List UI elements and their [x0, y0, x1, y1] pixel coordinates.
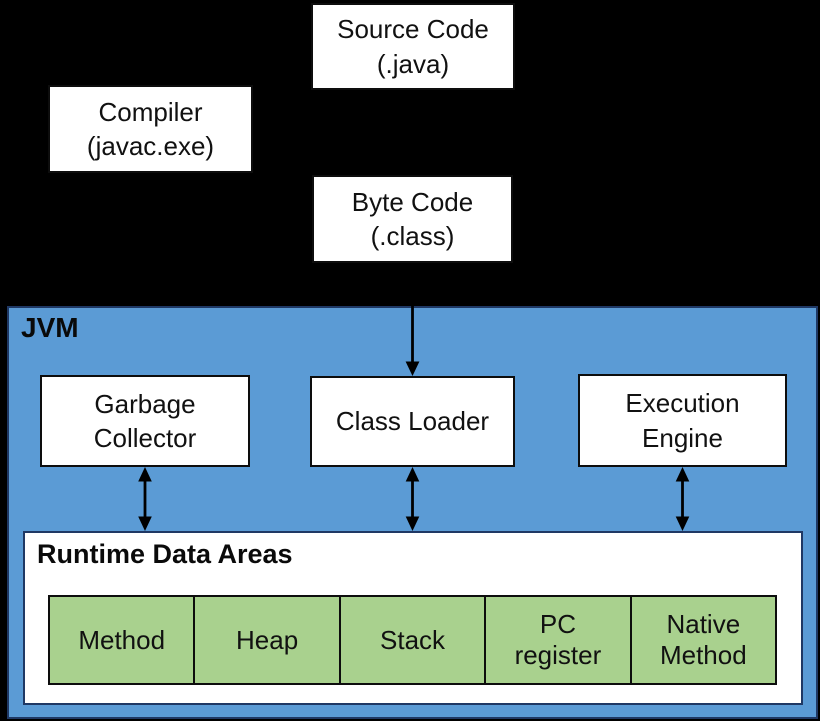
- runtime-cell-stack: Stack: [338, 595, 487, 685]
- runtime-cell-native-method: Native Method: [629, 595, 778, 685]
- runtime-cell-heap: Heap: [193, 595, 341, 685]
- source-code-box: Source Code (.java): [311, 3, 515, 90]
- byte-code-box: Byte Code (.class): [312, 175, 513, 263]
- runtime-cell-pc-register: PC register: [484, 595, 632, 685]
- compiler-box: Compiler (javac.exe): [48, 85, 253, 173]
- jvm-container: JVM Garbage Collector Class Loader Execu…: [7, 306, 818, 719]
- garbage-collector-box: Garbage Collector: [40, 375, 250, 467]
- runtime-cell-method: Method: [48, 595, 196, 685]
- runtime-cells-row: Method Heap Stack PC register Native Met…: [48, 595, 778, 685]
- execution-engine-box: Execution Engine: [578, 374, 787, 467]
- runtime-data-areas-box: Runtime Data Areas Method Heap Stack PC …: [23, 531, 803, 705]
- jvm-label: JVM: [21, 312, 79, 343]
- runtime-data-areas-label: Runtime Data Areas: [37, 539, 293, 569]
- class-loader-box: Class Loader: [310, 376, 515, 467]
